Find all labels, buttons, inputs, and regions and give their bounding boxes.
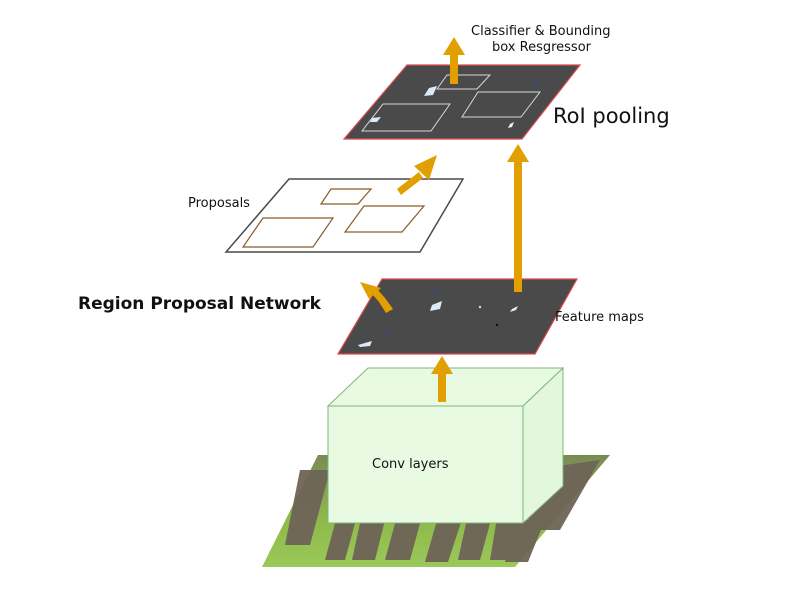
roi-box [436,74,492,90]
proposals-plane [224,178,465,253]
arrow-roi-to-classifier [443,37,465,84]
classifier-label-line1: Classifier & Bounding [471,24,610,39]
roi-activation [508,122,514,128]
feature-activation [434,290,438,294]
roi-activation [370,117,381,122]
roi-activation [424,86,437,96]
proposal-box [319,188,373,205]
arrow-features-to-proposals [360,282,393,313]
roi-box [360,103,451,132]
arrow-conv-to-features [431,356,453,402]
feature-maps-plane [336,278,579,355]
feature-activation [358,341,372,347]
feature-activation [430,301,442,311]
proposal-box [343,205,426,233]
feature-activation [386,330,390,334]
roi-pooling-label: RoI pooling [553,104,670,128]
rpn-label: Region Proposal Network [78,294,322,314]
classifier-label-line2: box Resgressor [492,40,592,55]
proposal-box [241,217,335,248]
roi-box [461,91,542,118]
feature-maps-label: Feature maps [555,310,644,325]
feature-activation [478,305,482,309]
arrow-proposals-to-roi [397,155,437,195]
roi-activation [535,83,539,87]
feature-activation [495,323,499,327]
arrow-features-to-roi [507,144,529,292]
roi-pooling-plane [342,64,582,140]
conv-layers-box [326,366,565,525]
conv-layers-label: Conv layers [372,457,449,472]
feature-activation [510,306,518,312]
proposals-label: Proposals [188,196,250,211]
